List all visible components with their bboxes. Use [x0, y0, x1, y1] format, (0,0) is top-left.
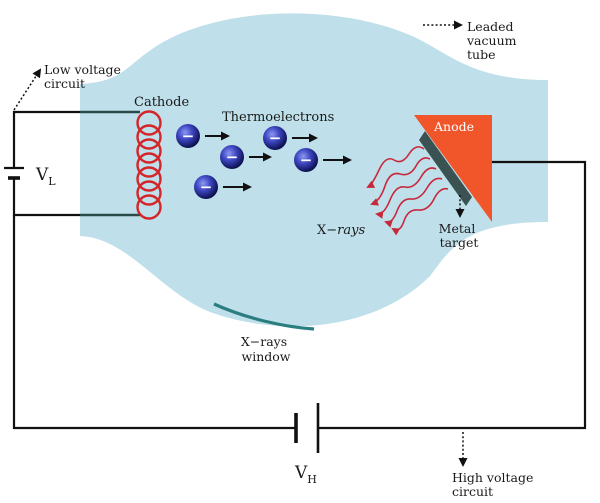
vacuum-tube — [80, 13, 548, 327]
cathode-leads-inner — [80, 110, 140, 217]
pointer-low-voltage — [13, 68, 42, 111]
metal-target-label: Metal target — [439, 221, 480, 250]
leaded-vacuum-tube-label: Leaded vacuum tube — [466, 19, 520, 62]
cathode-label: Cathode — [134, 95, 189, 110]
xrays-window-label: X−rays window — [241, 334, 291, 364]
anode — [414, 115, 492, 222]
xrays-window-arc — [213, 302, 315, 331]
electron: − — [220, 145, 272, 169]
vh-label: VH — [294, 463, 317, 486]
thermoelectrons-label: Thermoelectrons — [222, 110, 334, 125]
low-voltage-circuit-label: Low voltage circuit — [44, 62, 125, 91]
svg-text:−: − — [300, 151, 313, 169]
svg-text:−: − — [200, 178, 213, 196]
electron: − — [263, 126, 318, 150]
high-voltage-circuit-label: High voltage circuit — [452, 470, 537, 499]
electron: − — [176, 124, 230, 148]
cathode-coil — [136, 110, 162, 220]
xrays-label: X−rays — [317, 223, 365, 238]
svg-text:−: − — [182, 127, 195, 145]
vl-label: VL — [35, 165, 56, 188]
dotted-pointers — [13, 20, 468, 467]
battery-vh — [294, 403, 320, 453]
xray-beams — [366, 146, 449, 236]
electron: − — [294, 148, 352, 172]
svg-text:−: − — [269, 129, 282, 147]
metal-target — [419, 131, 472, 206]
thermoelectrons-group: − − − − − — [176, 124, 352, 199]
anode-label: Anode — [433, 119, 474, 134]
electron: − — [194, 175, 252, 199]
svg-text:−: − — [226, 148, 239, 166]
battery-vl — [4, 166, 24, 180]
